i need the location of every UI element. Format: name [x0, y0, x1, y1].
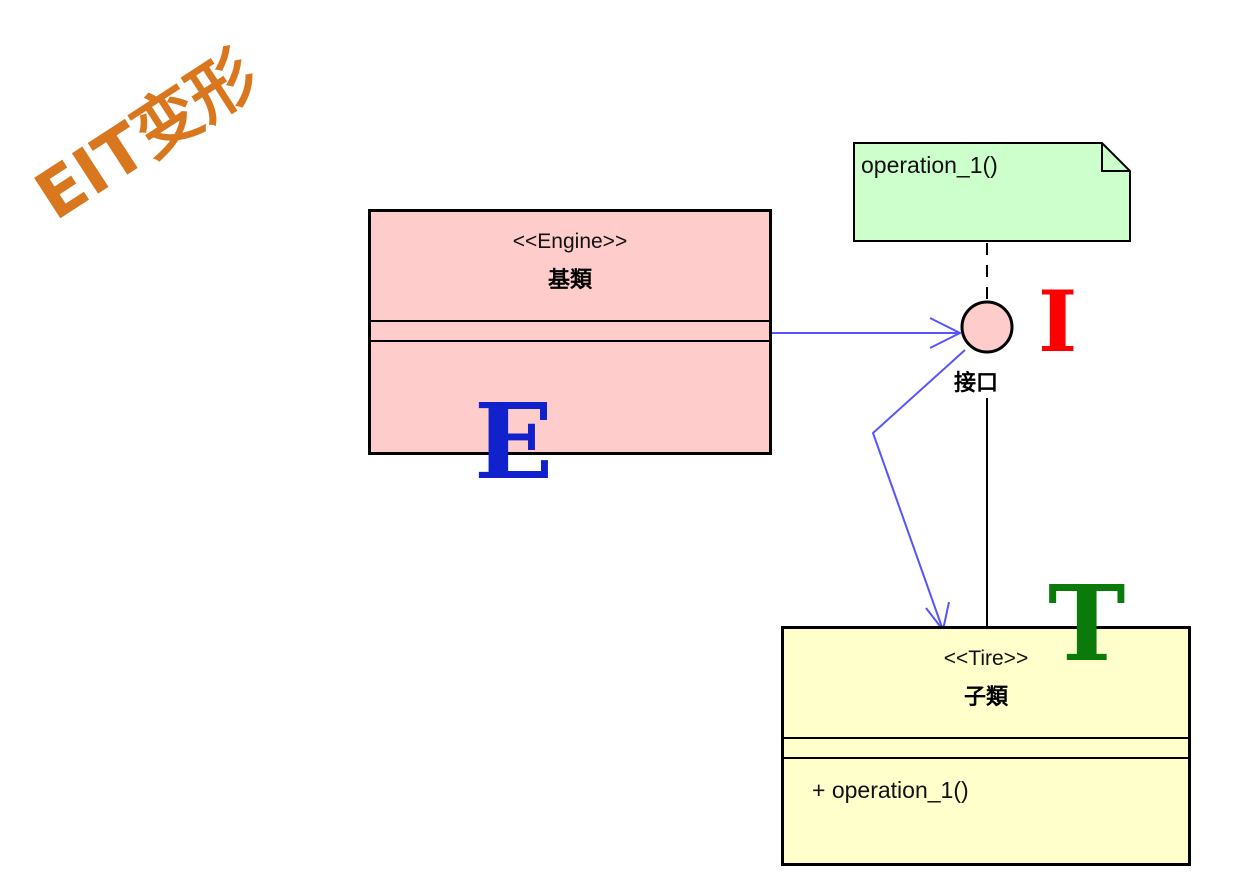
tire-class-box[interactable]: <<Tire>> 子類 + operation_1(): [781, 626, 1191, 866]
letter-t: T: [1048, 562, 1126, 685]
engine-stereotype: <<Engine>>: [512, 230, 628, 253]
tire-operation: + operation_1(): [812, 777, 969, 803]
engine-separator-1: [371, 320, 769, 322]
engine-class-name: 基類: [547, 268, 592, 293]
note-box[interactable]: operation_1(): [853, 142, 1131, 242]
note-shape: [853, 142, 1131, 242]
tire-stereotype: <<Tire>>: [943, 647, 1029, 670]
letter-i: I: [1038, 272, 1078, 371]
interface-circle: [960, 300, 1014, 354]
interface-label: 接口: [954, 371, 999, 396]
note-text: operation_1(): [861, 152, 998, 178]
tire-separator-2: [784, 757, 1188, 759]
engine-to-interface-arrowhead: [929, 317, 963, 349]
engine-class-box[interactable]: <<Engine>> 基類: [368, 209, 772, 455]
note-fold: [1101, 143, 1130, 172]
engine-separator-2: [371, 340, 769, 342]
tire-class-name: 子類: [963, 685, 1008, 710]
tire-separator-1: [784, 737, 1188, 739]
letter-e: E: [474, 380, 554, 503]
interface-to-tire-arrow: [871, 349, 966, 631]
